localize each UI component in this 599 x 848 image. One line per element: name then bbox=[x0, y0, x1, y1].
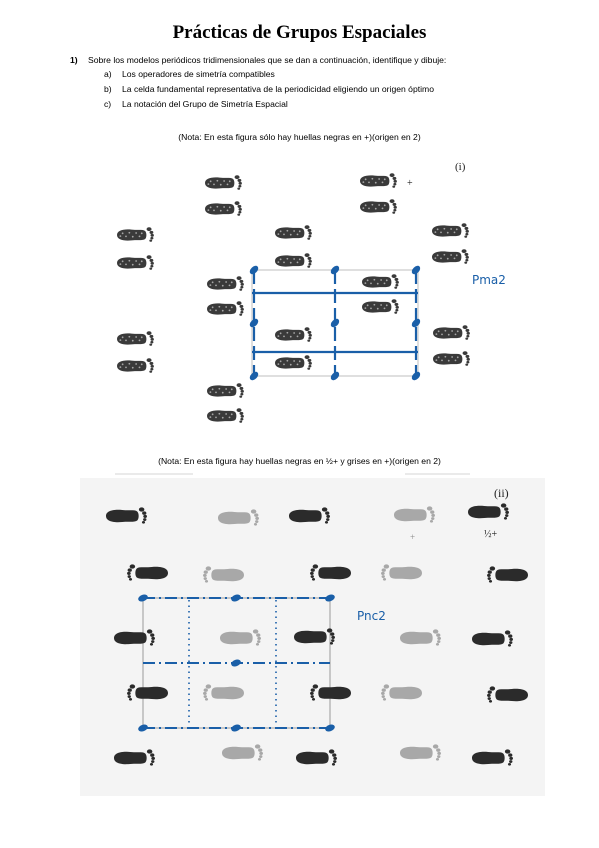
figure2-plus-marker: + bbox=[410, 532, 415, 542]
figure1: (i) + Pma2 bbox=[117, 161, 506, 423]
item-letter: a) bbox=[104, 69, 112, 79]
item-letter: c) bbox=[104, 99, 112, 109]
figure2-label: (ii) bbox=[494, 486, 509, 500]
figure1-note: (Nota: En esta figura sólo hay huellas n… bbox=[178, 132, 421, 142]
question-text: Sobre los modelos periódicos tridimensio… bbox=[88, 55, 447, 65]
question-number: 1) bbox=[70, 55, 78, 65]
figure1-group-notation: Pma2 bbox=[472, 273, 506, 287]
figure1-label: (i) bbox=[455, 161, 466, 173]
figure2-group-notation: Pnc2 bbox=[357, 609, 386, 623]
figure1-plus-marker: + bbox=[407, 178, 413, 189]
figure1-symmetry-lines bbox=[252, 270, 418, 376]
list-item: b) La celda fundamental representativa de… bbox=[104, 84, 434, 94]
list-item: a) Los operadores de simetría compatibles bbox=[104, 69, 275, 79]
figure2: (ii) + ½+ Pnc2 bbox=[80, 478, 545, 796]
item-letter: b) bbox=[104, 84, 112, 94]
page-title: Prácticas de Grupos Espaciales bbox=[172, 22, 427, 43]
item-text: La notación del Grupo de Simetría Espaci… bbox=[122, 99, 288, 109]
item-text: La celda fundamental representativa de l… bbox=[122, 84, 434, 94]
list-item: c) La notación del Grupo de Simetría Espa… bbox=[104, 99, 288, 109]
figure2-note: (Nota: En esta figura hay huellas negras… bbox=[158, 456, 441, 466]
item-text: Los operadores de simetría compatibles bbox=[122, 69, 275, 79]
figure2-half-plus-marker: ½+ bbox=[484, 529, 498, 540]
